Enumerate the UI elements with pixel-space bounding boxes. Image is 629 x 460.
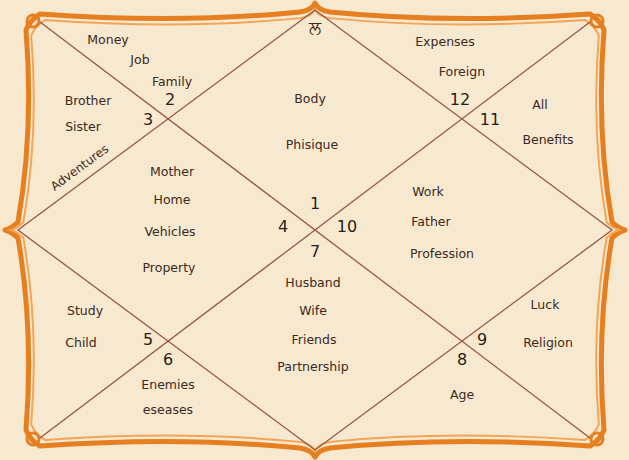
house-number: 9 (477, 331, 487, 349)
house-meaning: Foreign (439, 65, 485, 79)
house-meaning: Partnership (277, 360, 348, 374)
house-meaning: Expenses (415, 35, 475, 49)
house-region: 8Age (315, 341, 590, 450)
ornate-border (5, 3, 625, 457)
house-number: 8 (457, 351, 467, 369)
house-meaning: Sister (65, 120, 101, 134)
house-meaning: Brother (65, 94, 112, 108)
house-meaning: Job (130, 53, 149, 67)
house-meaning: Friends (292, 333, 337, 347)
house-number: 10 (337, 218, 357, 236)
house-meaning: Work (412, 185, 444, 199)
house-meaning: All (532, 98, 548, 112)
corner-curl (27, 15, 39, 27)
house-meaning: Father (411, 215, 450, 229)
house-meaning: Age (450, 388, 474, 402)
house-meaning: Property (143, 261, 196, 275)
house-number: 1 (310, 195, 320, 213)
house-region: 11 AllBenefits (462, 22, 612, 230)
house-number: 7 (310, 243, 320, 261)
diagonal-line (40, 22, 590, 438)
house-region: 6Enemies eseases (40, 341, 315, 450)
house-number: 6 (163, 351, 173, 369)
house-region: 4 MotherHomeVehiclesProperty (18, 119, 315, 341)
top-glyph: ਲ (309, 18, 321, 38)
house-meaning: Vehicles (144, 225, 195, 239)
house-meaning: Wife (299, 304, 327, 318)
house-meaning: Family (152, 75, 192, 89)
inner-border (11, 9, 620, 450)
house-meaning: eseases (143, 403, 193, 417)
house-number: 4 (278, 218, 288, 236)
house-region: 10 WorkFatherProfession (315, 119, 612, 341)
corner-curl (591, 15, 603, 27)
diagonal-line (40, 22, 590, 438)
house-meaning: Phisique (286, 138, 338, 152)
house-meaning: Body (294, 92, 326, 106)
house-meaning: Religion (523, 336, 573, 350)
house-meaning: Mother (150, 165, 194, 179)
house-meaning: Money (87, 33, 128, 47)
house-region: 12 ExpensesForeign (315, 10, 590, 119)
house-number: 11 (480, 111, 500, 129)
house-number: 5 (143, 331, 153, 349)
diamond-line (18, 10, 612, 450)
house-meaning: Luck (531, 298, 560, 312)
house-region: 9 LuckReligion (462, 230, 612, 438)
house-meaning: Child (65, 336, 97, 350)
house-meaning: Study (67, 304, 103, 318)
house-meaning: Adventures (49, 142, 112, 193)
house-region: 7HusbandWifeFriendsPartnership (168, 230, 462, 450)
house-number: 3 (143, 111, 153, 129)
house-number: 12 (450, 91, 470, 109)
house-meaning: Enemies (141, 378, 194, 392)
house-meaning: Home (154, 193, 191, 207)
house-meaning: Benefits (522, 133, 573, 147)
corner-curl (27, 433, 39, 445)
house-region: 3 BrotherSisterAdventures (18, 22, 168, 230)
house-meaning: Husband (285, 276, 340, 290)
corner-curl (591, 433, 603, 445)
house-number: 2 (165, 91, 175, 109)
house-meaning: Profession (410, 247, 474, 261)
